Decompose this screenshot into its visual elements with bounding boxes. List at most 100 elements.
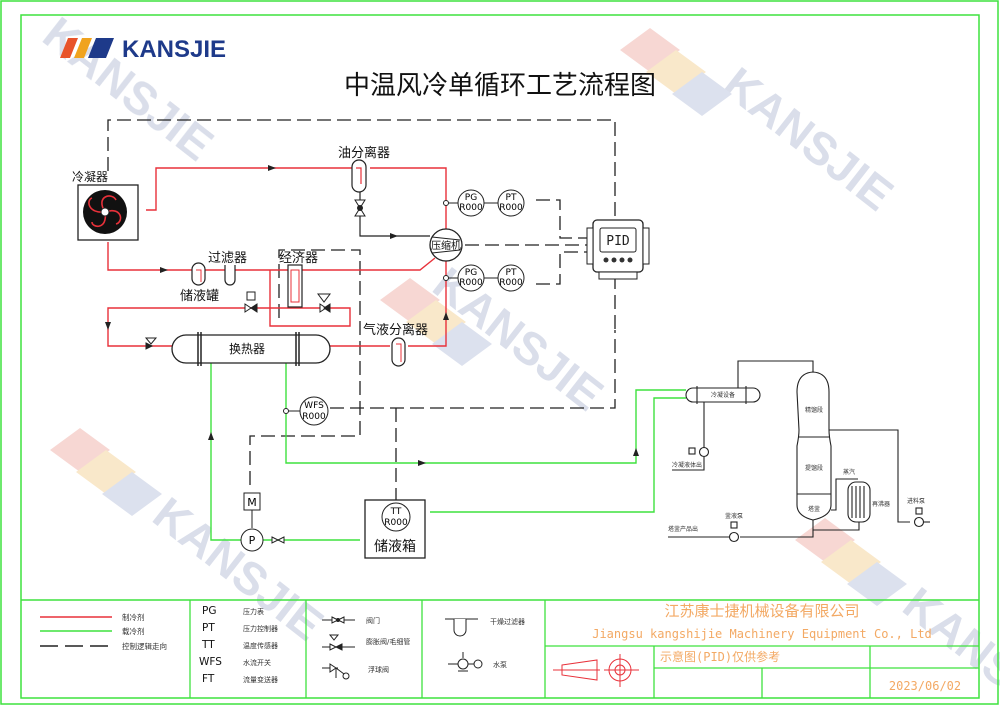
oil-return-arrow	[390, 233, 398, 239]
expansion-valve-icon	[317, 293, 331, 313]
storage-tank: TT R000 储液箱	[364, 499, 426, 559]
svg-text:KANSJIE: KANSJIE	[34, 7, 223, 171]
solenoid-valve-icon	[354, 199, 366, 217]
legend-symbol-labels-b: 干燥过滤器 水泵	[490, 617, 525, 669]
svg-text:R000: R000	[499, 203, 523, 213]
svg-text:干燥过滤器: 干燥过滤器	[490, 617, 525, 626]
svg-text:TT: TT	[390, 507, 402, 517]
svg-text:进料泵: 进料泵	[907, 497, 925, 505]
svg-text:WFS: WFS	[199, 656, 222, 668]
pg-bottom-gauge: PG R000	[457, 264, 485, 292]
gas-liquid-separator: 气液分离器	[363, 322, 428, 367]
svg-text:提馏段: 提馏段	[805, 464, 823, 472]
svg-text:冷凝设备: 冷凝设备	[711, 391, 735, 399]
svg-text:R000: R000	[384, 518, 408, 528]
gas-liquid-separator-label: 气液分离器	[363, 322, 428, 338]
condenser: 冷凝器	[72, 169, 139, 241]
dryer-filter-icon	[445, 618, 478, 637]
svg-text:浮球阀: 浮球阀	[368, 665, 389, 674]
oil-return-line	[359, 192, 430, 237]
svg-text:塔釜: 塔釜	[808, 505, 820, 513]
svg-text:KANSJIE: KANSJIE	[144, 487, 333, 651]
legend-block: 制冷剂 载冷剂 控制逻辑走向 PG PT TT WFS FT 压力表 压力控制器…	[21, 599, 979, 698]
svg-text:压力表: 压力表	[243, 607, 264, 616]
watermark-1: KANSJIE	[34, 7, 223, 171]
process-unit	[668, 360, 930, 543]
watermark-stripes-2	[50, 428, 162, 516]
pid-display: PID	[606, 234, 630, 249]
control-lines	[107, 119, 616, 505]
svg-text:压力控制器: 压力控制器	[243, 624, 278, 633]
legend-meanings: 压力表 压力控制器 温度传感器 水流开关 流量变送器	[243, 607, 278, 684]
svg-text:R000: R000	[302, 412, 326, 422]
legend-symbols-a	[322, 616, 355, 680]
legend-abbreviations: PG PT TT WFS FT	[199, 605, 222, 685]
svg-text:PG: PG	[465, 268, 477, 278]
pg-top-gauge: PG R000	[457, 189, 485, 217]
compressor: 压缩机	[429, 228, 463, 262]
valve-icon	[322, 616, 355, 624]
float-valve-icon	[322, 663, 350, 680]
motor-label: M	[247, 496, 257, 509]
svg-text:R000: R000	[459, 278, 483, 288]
svg-text:水泵: 水泵	[493, 660, 507, 669]
refrigerant-lines	[107, 167, 447, 347]
watermark-stripes-1	[380, 278, 492, 366]
pt-bottom-gauge: PT R000	[497, 264, 525, 292]
logo-stripe-orange	[74, 38, 92, 58]
expansion-valve-icon	[144, 337, 158, 350]
svg-text:膨胀阀/毛细管: 膨胀阀/毛细管	[366, 637, 410, 646]
pump-motor: M P	[240, 492, 285, 552]
watermark-2: KANSJIE	[714, 57, 903, 221]
legend-symbol-labels-a: 阀门 膨胀阀/毛细管 浮球阀	[366, 616, 410, 674]
svg-text:TT: TT	[201, 639, 215, 651]
tank-label: 储液箱	[374, 539, 416, 555]
legend-label: 控制逻辑走向	[122, 641, 167, 651]
coolant-lines	[210, 362, 686, 541]
refrigerant-arrows	[105, 165, 449, 330]
watermark-4: KANSJIE	[144, 487, 333, 651]
svg-text:PG: PG	[202, 605, 216, 617]
heat-exchanger-label: 换热器	[229, 342, 265, 356]
svg-text:釜液泵: 釜液泵	[725, 512, 743, 520]
svg-text:PT: PT	[506, 268, 517, 278]
economizer-label: 经济器	[279, 251, 318, 266]
oil-separator: 油分离器	[338, 145, 390, 217]
watermark-stripes-3	[620, 28, 732, 116]
svg-text:WFS: WFS	[304, 401, 324, 411]
svg-text:蒸汽: 蒸汽	[843, 468, 855, 476]
svg-text:PG: PG	[465, 193, 477, 203]
watermark-stripes-4	[795, 518, 907, 606]
condenser-label: 冷凝器	[72, 169, 108, 184]
company-name-cn: 江苏康士捷机械设备有限公司	[664, 602, 859, 620]
svg-text:塔釜产品出: 塔釜产品出	[668, 525, 698, 533]
coolant-arrows	[208, 432, 639, 466]
receiver-label: 储液罐	[180, 289, 219, 304]
legend-symbols-b	[445, 618, 483, 672]
brand-logo: KANSJIE	[60, 36, 226, 63]
svg-text:R000: R000	[499, 278, 523, 288]
projection-symbol-icon	[553, 654, 639, 687]
water-pump-icon	[448, 652, 483, 672]
svg-text:温度传感器: 温度传感器	[243, 641, 278, 650]
logo-stripe-blue	[88, 38, 114, 58]
note-text: 示意图(PID)仅供参考	[660, 649, 780, 664]
company-name-en: Jiangsu kangshijie Machinery Equipment C…	[592, 627, 932, 641]
pid-buttons	[603, 257, 633, 263]
svg-text:再沸器: 再沸器	[872, 500, 890, 508]
svg-text:R000: R000	[459, 203, 483, 213]
logo-stripe-red	[60, 38, 78, 58]
pt-top-gauge: PT R000	[497, 189, 525, 217]
filter-label: 过滤器	[208, 251, 247, 266]
svg-text:水流开关: 水流开关	[243, 658, 271, 667]
compressor-label: 压缩机	[431, 239, 461, 252]
svg-text:FT: FT	[202, 673, 215, 685]
solenoid-coil-icon	[246, 291, 256, 301]
valve-icon	[271, 536, 285, 544]
process-unit-labels: 冷凝设备 冷凝液体出 精馏段 提馏段 塔釜 蒸汽 再沸器 进料泵 釜液泵 塔釜产…	[668, 391, 925, 533]
filter: 过滤器	[208, 251, 247, 286]
oil-separator-label: 油分离器	[338, 145, 390, 161]
svg-text:冷凝液体出: 冷凝液体出	[672, 461, 702, 469]
